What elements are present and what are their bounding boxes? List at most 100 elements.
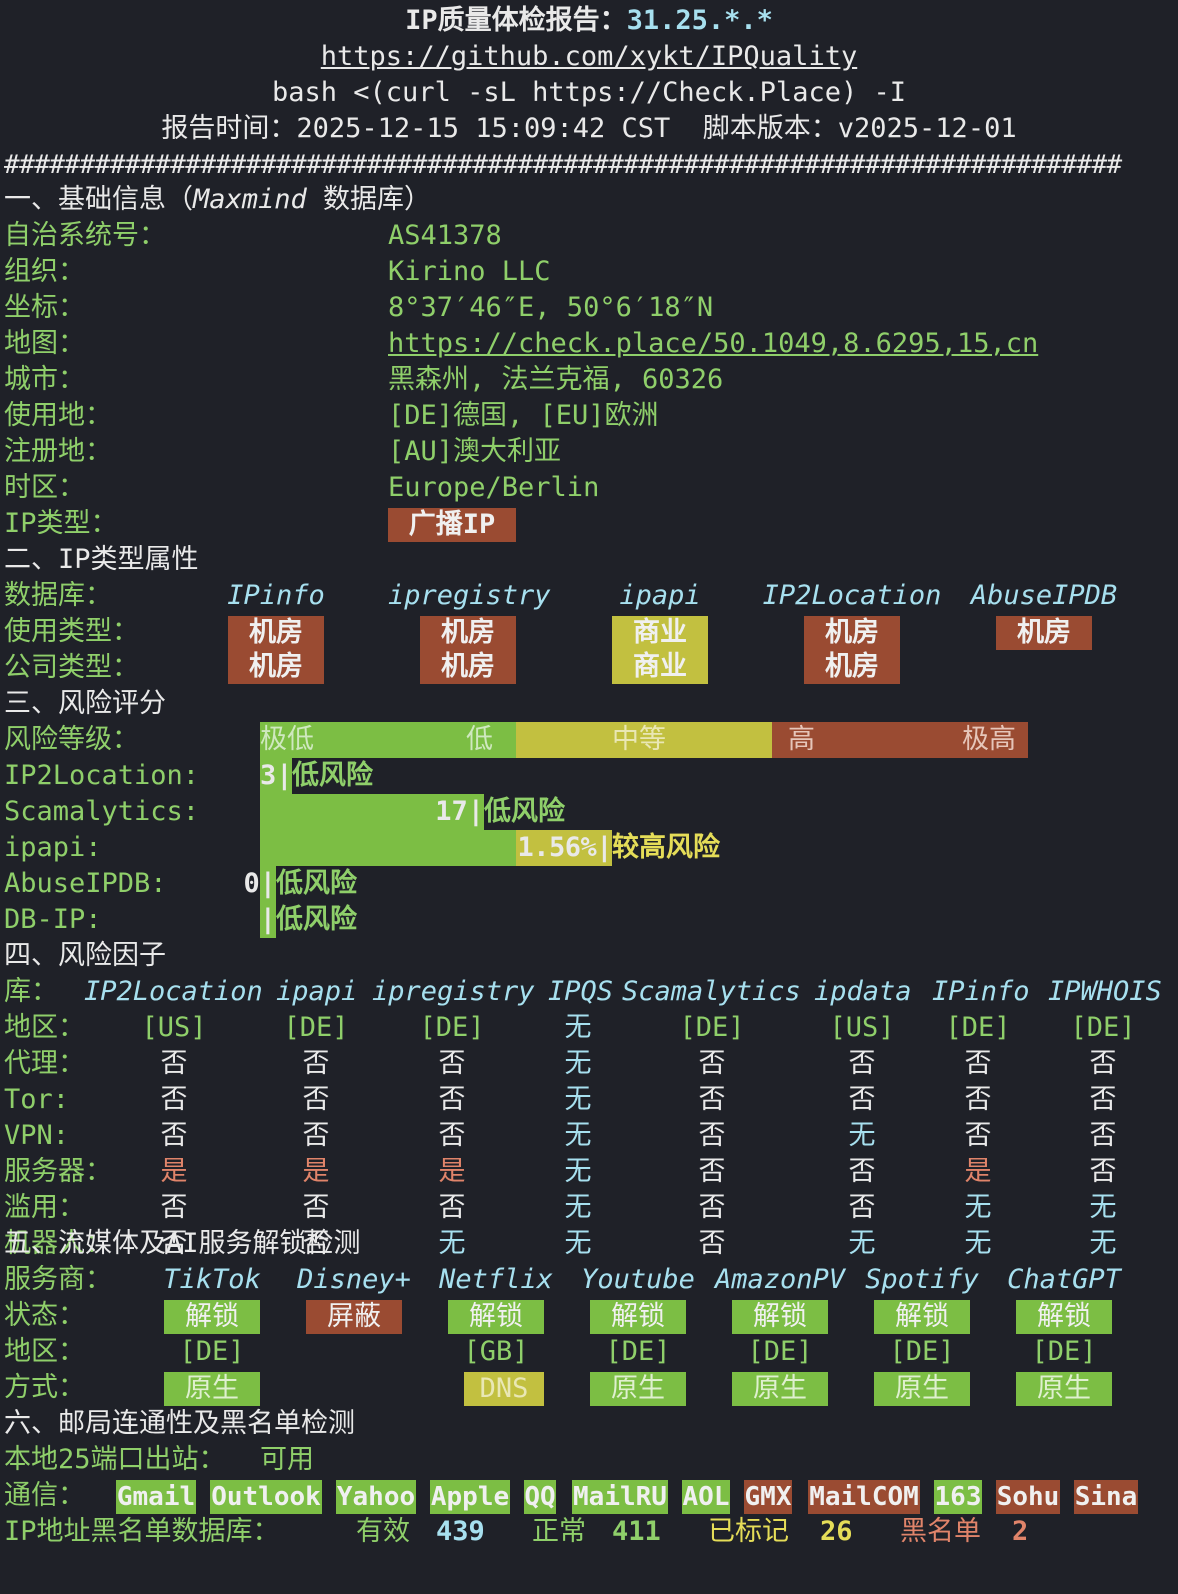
- report-time: 报告时间：2025-12-15 15:09:42 CST 脚本版本：v2025-…: [161, 113, 1017, 144]
- scale-very-low: 极低: [260, 724, 314, 755]
- factor-cell: 无: [564, 1084, 592, 1115]
- factor-cell: 否: [160, 1048, 188, 1079]
- mail-provider-outlook: Outlook: [210, 1480, 322, 1514]
- comm-label: 通信：: [4, 1480, 85, 1511]
- marked-value: 26: [820, 1516, 853, 1547]
- factor-cell: [DE]: [283, 1012, 349, 1043]
- factor-cell: 无: [564, 1156, 592, 1187]
- usage-location-label: 使用地：: [4, 400, 112, 431]
- factor-cell: 是: [964, 1156, 992, 1187]
- method-badge: 原生: [874, 1372, 970, 1406]
- repo-link[interactable]: https://github.com/xykt/IPQuality: [320, 41, 858, 72]
- factor-cell: 否: [438, 1084, 466, 1115]
- risk-label-abuseipdb: AbuseIPDB:: [4, 868, 167, 899]
- lib-header-ipwhois: IPWHOIS: [1048, 976, 1162, 1007]
- service-netflix: Netflix: [439, 1264, 553, 1295]
- risk-text-ip2location: 低风险: [292, 760, 373, 791]
- map-label: 地图：: [4, 328, 85, 359]
- status-badge: 解锁: [448, 1300, 544, 1334]
- mail-provider-yahoo: Yahoo: [336, 1480, 416, 1514]
- risk-text-abuseipdb: 低风险: [276, 868, 357, 899]
- ip-type-label: IP类型：: [4, 508, 118, 539]
- mail-provider-gmail: Gmail: [116, 1480, 196, 1514]
- valid-value: 439: [436, 1516, 485, 1547]
- service-tiktok: TikTok: [163, 1264, 261, 1295]
- factor-cell: 否: [302, 1192, 330, 1223]
- factor-cell: 否: [964, 1084, 992, 1115]
- risk-scale-low-segment: [260, 722, 516, 758]
- factor-label: Tor:: [4, 1084, 70, 1115]
- factor-cell: 否: [160, 1192, 188, 1223]
- risk-bar-abuseipdb: [260, 866, 276, 902]
- company-ipapi: 商业: [612, 650, 708, 684]
- mail-provider-sina: Sina: [1074, 1480, 1138, 1514]
- factor-cell: 否: [698, 1156, 726, 1187]
- port25-label: 本地25端口出站：: [4, 1444, 226, 1475]
- ip-type-badge: 广播IP: [388, 508, 516, 542]
- factor-cell: 否: [698, 1084, 726, 1115]
- city-label: 城市：: [4, 364, 85, 395]
- blacklisted-value: 2: [1012, 1516, 1029, 1547]
- factor-cell: 否: [1089, 1120, 1117, 1151]
- factor-cell: 否: [160, 1120, 188, 1151]
- company-type-label: 公司类型：: [4, 652, 139, 683]
- factor-cell: 是: [160, 1156, 188, 1187]
- risk-scale-high-segment: [772, 722, 1028, 758]
- factor-label: 机器人：: [4, 1228, 112, 1259]
- status-badge: 解锁: [732, 1300, 828, 1334]
- command-line: bash <(curl -sL https://Check.Place) -I: [272, 77, 906, 108]
- normal-label: 正常: [532, 1516, 586, 1547]
- method-badge: 原生: [732, 1372, 828, 1406]
- factor-cell: 否: [160, 1228, 188, 1259]
- factor-cell: 否: [160, 1084, 188, 1115]
- db-abuseipdb: AbuseIPDB: [970, 580, 1118, 611]
- method-badge: 原生: [164, 1372, 260, 1406]
- risk-label-scamalytics: Scamalytics:: [4, 796, 200, 827]
- risk-bar-ipapi-mid: [516, 830, 612, 866]
- risk-text-dbip: 低风险: [276, 904, 357, 935]
- factor-cell: 是: [438, 1156, 466, 1187]
- mail-provider-gmx: GMX: [744, 1480, 792, 1514]
- db-ipinfo: IPinfo: [227, 580, 325, 611]
- risk-bar-scamalytics: [260, 794, 484, 830]
- mail-provider-mailcom: MailCOM: [808, 1480, 920, 1514]
- factor-row: 机器人：否否无无否无无无: [0, 1226, 1178, 1262]
- blacklisted-label: 黑名单: [900, 1516, 981, 1547]
- status-badge: 屏蔽: [306, 1300, 402, 1334]
- factor-cell: 否: [698, 1120, 726, 1151]
- factor-cell: [US]: [141, 1012, 207, 1043]
- status-badge: 解锁: [874, 1300, 970, 1334]
- registration-label: 注册地：: [4, 436, 112, 467]
- factor-cell: 否: [848, 1192, 876, 1223]
- factor-cell: 否: [848, 1084, 876, 1115]
- method-label: 方式：: [4, 1372, 85, 1403]
- factor-cell: 否: [698, 1048, 726, 1079]
- factor-label: 服务器：: [4, 1156, 112, 1187]
- service-spotify: Spotify: [865, 1264, 979, 1295]
- lib-label: 库：: [4, 976, 58, 1007]
- factor-label: VPN:: [4, 1120, 70, 1151]
- factor-cell: 无: [848, 1120, 876, 1151]
- factor-cell: [DE]: [679, 1012, 745, 1043]
- coord-label: 坐标：: [4, 292, 85, 323]
- normal-value: 411: [612, 1516, 661, 1547]
- factor-cell: 否: [698, 1228, 726, 1259]
- risk-text-scamalytics: 低风险: [484, 796, 565, 827]
- factor-cell: 无: [1089, 1228, 1117, 1259]
- risk-bar-dbip: [260, 902, 276, 938]
- risk-score-ip2location: 3|: [260, 760, 293, 791]
- service-label: 服务商：: [4, 1264, 112, 1295]
- risk-label-ip2location: IP2Location:: [4, 760, 200, 791]
- scale-high: 高: [788, 724, 815, 755]
- lib-header-ipregistry: ipregistry: [372, 976, 535, 1007]
- factor-cell: 无: [848, 1228, 876, 1259]
- usage-ip2location: 机房: [804, 616, 900, 650]
- risk-score-abuseipdb: 0|: [243, 868, 276, 899]
- valid-label: 有效: [356, 1516, 410, 1547]
- risk-score-ipapi: 1.56%|: [517, 832, 612, 863]
- factor-row: 服务器：是是是无否否是否: [0, 1154, 1178, 1190]
- factor-row: 滥用：否否否无否否无无: [0, 1190, 1178, 1226]
- map-link[interactable]: https://check.place/50.1049,8.6295,15,cn: [388, 328, 1039, 359]
- service-amazonpv: AmazonPV: [714, 1264, 846, 1295]
- risk-bar-ipapi-low: [260, 830, 516, 866]
